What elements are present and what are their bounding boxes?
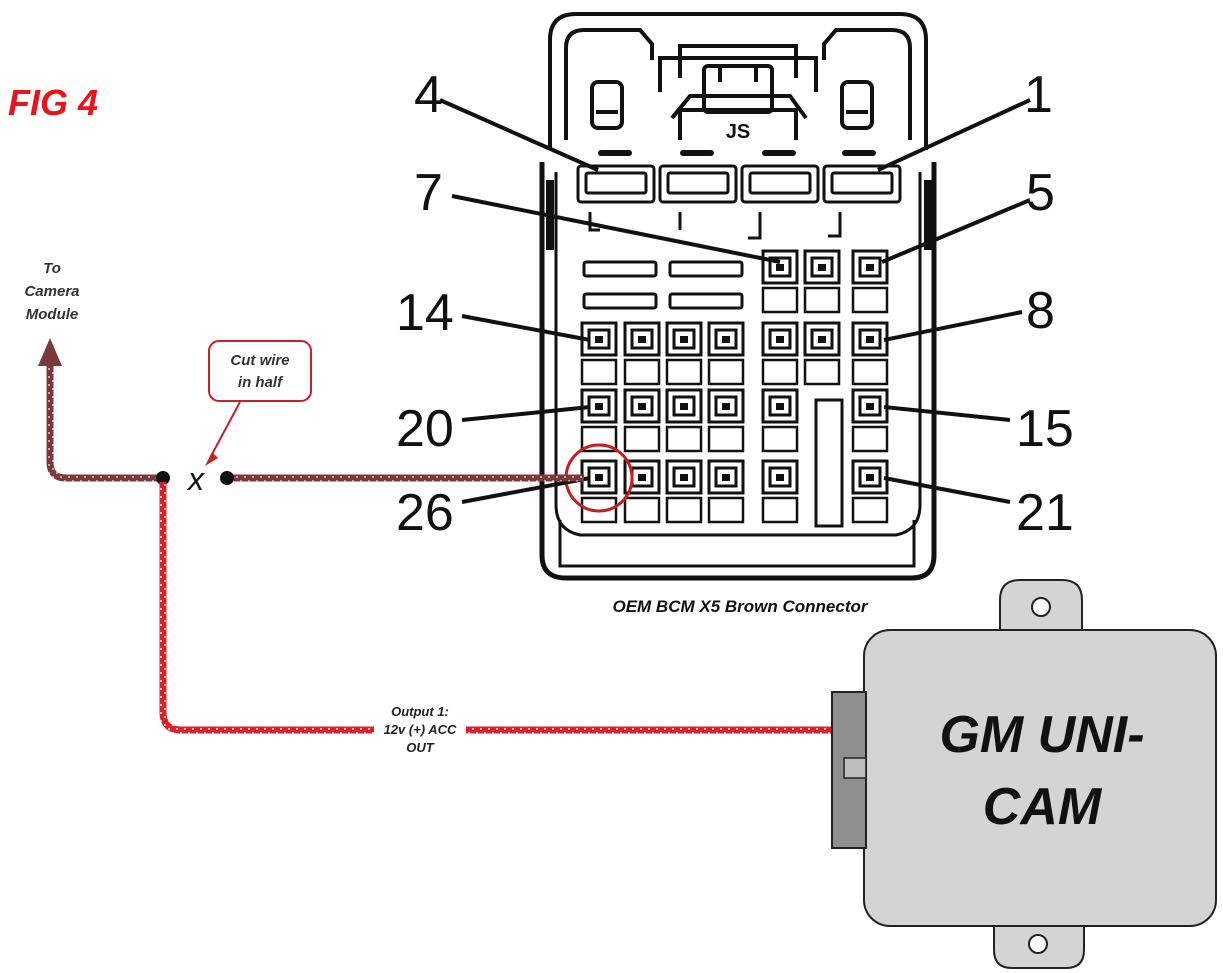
pin-label-26: 26 — [396, 484, 454, 542]
pin-terminal — [761, 388, 799, 453]
bcm-connector: JS — [539, 12, 937, 581]
camera-label: To Camera Module — [24, 260, 79, 323]
pin-terminal — [803, 321, 841, 386]
camera-label-line3: Module — [26, 306, 79, 323]
pin-leaders — [439, 98, 1031, 504]
pin-label-1: 1 — [1024, 66, 1053, 124]
output-label: Output 1: 12v (+) ACC OUT — [384, 704, 457, 755]
camera-label-line1: To — [43, 260, 61, 277]
pin-terminal — [580, 388, 618, 453]
slot-guides — [582, 260, 744, 310]
pin-label-14: 14 — [396, 284, 454, 342]
pin-label-8: 8 — [1026, 282, 1055, 340]
connector-caption: OEM BCM X5 Brown Connector — [612, 597, 868, 616]
pin-terminal — [580, 321, 618, 386]
unicam-module: GM UNI- CAM — [831, 579, 1217, 969]
pin-terminal — [851, 249, 889, 314]
cut-callout-line1: Cut wire — [230, 352, 289, 369]
pin-terminal — [803, 249, 841, 314]
pin-terminal — [665, 459, 703, 524]
module-title-line1: GM UNI- — [939, 706, 1144, 764]
pin-terminal — [851, 388, 889, 453]
output-label-line1: Output 1: — [391, 704, 449, 719]
pin-terminal — [665, 321, 703, 386]
pin-label-4: 4 — [414, 66, 443, 124]
output-wire — [159, 482, 834, 734]
module-title-line2: CAM — [983, 778, 1103, 836]
connector-body — [539, 162, 937, 581]
mount-hole-top-icon — [1031, 597, 1051, 617]
pin-label-15: 15 — [1016, 400, 1074, 458]
figure-label: FIG 4 — [8, 82, 98, 123]
pin-terminal — [851, 459, 889, 524]
camera-label-line2: Camera — [24, 283, 79, 300]
pin-labels: 4 1 7 5 14 8 20 15 26 21 — [396, 66, 1074, 542]
top-terminal-guides — [588, 212, 842, 240]
connector-key — [814, 398, 844, 528]
pin-terminal — [580, 459, 618, 524]
camera-arrow-icon — [38, 338, 62, 366]
cut-mark: x — [186, 461, 205, 497]
output-label-line2: 12v (+) ACC — [384, 722, 457, 737]
cut-callout: Cut wire in half — [205, 340, 312, 466]
latch-dashes — [598, 150, 876, 156]
output-label-line3: OUT — [406, 740, 435, 755]
latch-mark: JS — [726, 121, 750, 143]
pin-terminal — [665, 388, 703, 453]
pin-terminal — [851, 321, 889, 386]
top-terminals — [576, 164, 902, 204]
pin-terminal — [707, 459, 745, 524]
splice-dot-right — [220, 471, 234, 485]
connector-latch — [548, 12, 928, 150]
pin-grid — [580, 249, 889, 524]
pin-terminal — [761, 459, 799, 524]
pin-terminal — [707, 321, 745, 386]
pin-terminal — [623, 388, 661, 453]
pin-label-5: 5 — [1026, 164, 1055, 222]
pin-terminal — [707, 388, 745, 453]
cut-callout-line2: in half — [238, 374, 284, 391]
pin-label-20: 20 — [396, 400, 454, 458]
mount-hole-bottom-icon — [1028, 934, 1048, 954]
pin-label-21: 21 — [1016, 484, 1074, 542]
pin-terminal — [761, 321, 799, 386]
splice-dot-left — [156, 471, 170, 485]
camera-wire — [38, 338, 584, 482]
pin-terminal — [623, 321, 661, 386]
pin-label-7: 7 — [414, 164, 443, 222]
